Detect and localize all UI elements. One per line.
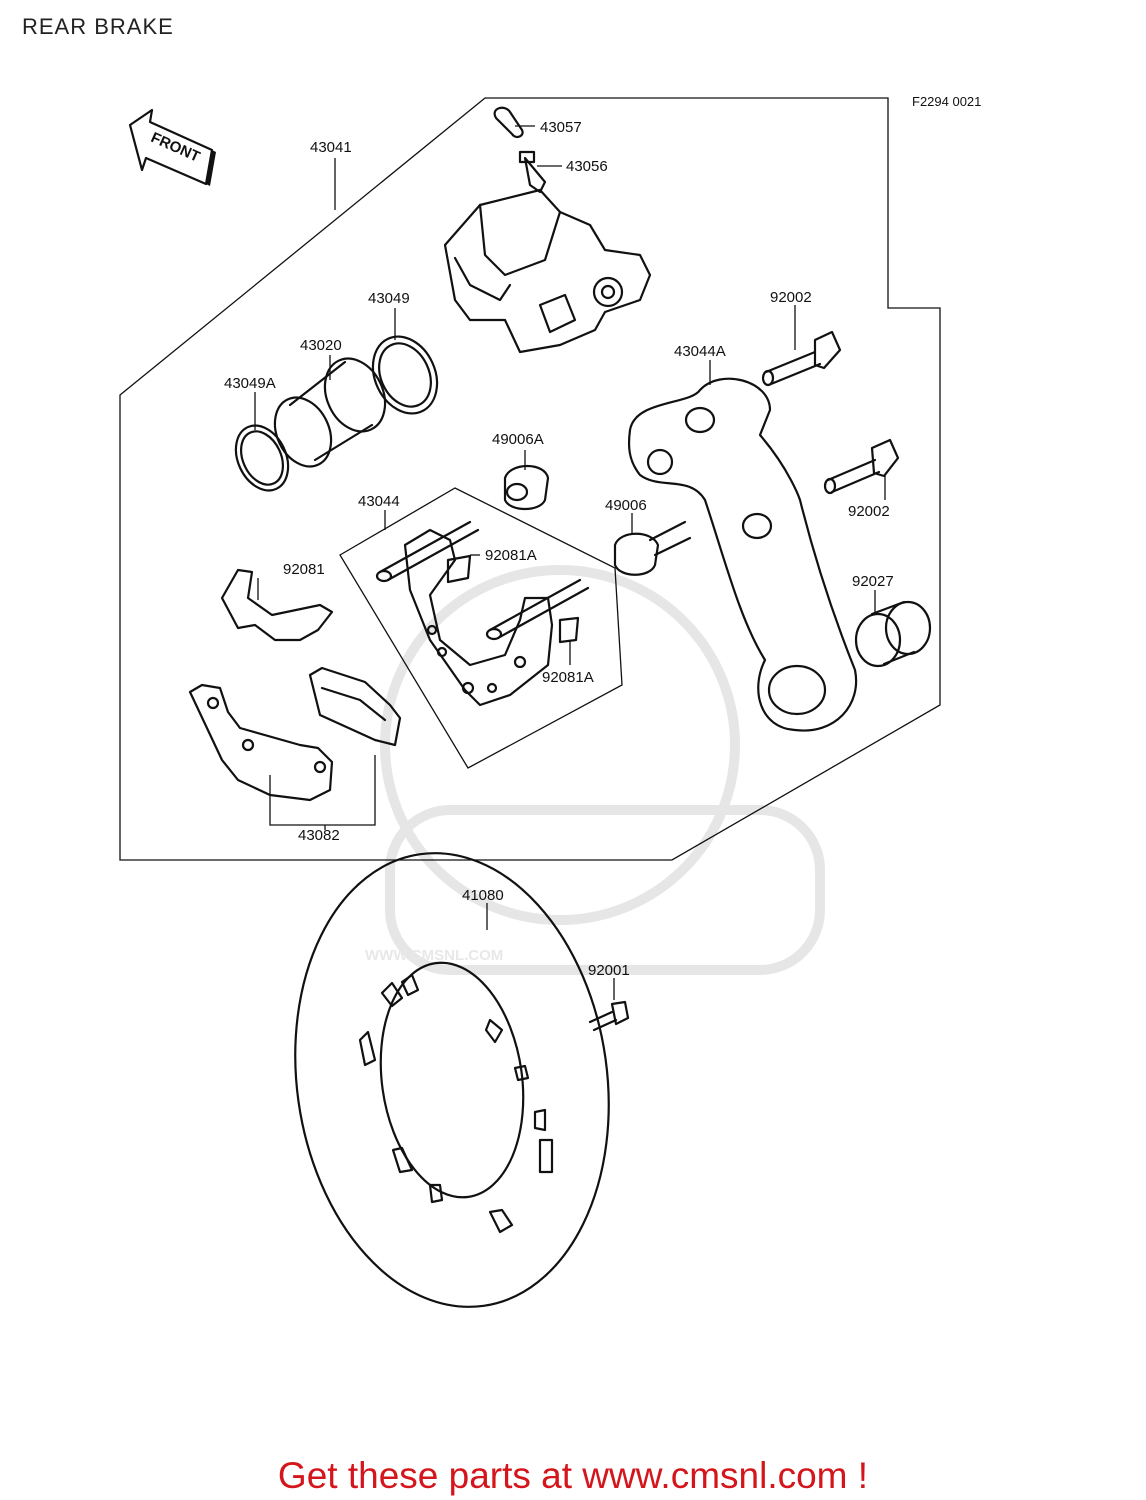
- piston-seal-small: [234, 424, 290, 492]
- piston-seal-large: [371, 335, 439, 415]
- pad-clips: [446, 554, 580, 644]
- part-label-92081: 92081: [283, 561, 325, 578]
- part-label-43082: 43082: [298, 827, 340, 844]
- bleeder-valve: [518, 150, 547, 194]
- torque-link-arm: [627, 377, 858, 732]
- watermark: CMS WWW.CMSNL.COM: [365, 565, 825, 975]
- part-label-43020: 43020: [300, 337, 342, 354]
- brake-pad-outer: [188, 683, 334, 802]
- disc-bolt: [588, 1000, 630, 1032]
- part-label-43044: 43044: [358, 493, 400, 510]
- torque-link-bolt-upper: [761, 330, 842, 387]
- anti-rattle-spring: [220, 568, 334, 642]
- watermark-url: WWW.CMSNL.COM: [365, 947, 503, 964]
- rubber-boot-lower: [613, 520, 692, 576]
- page-title: REAR BRAKE: [22, 14, 174, 39]
- part-label-43056: 43056: [566, 158, 608, 175]
- rubber-boot-upper: [503, 465, 550, 511]
- torque-link-bolt-lower: [823, 438, 900, 495]
- footer-parts-link[interactable]: Get these parts at www.cmsnl.com !: [277, 1455, 869, 1496]
- bracket-group-outline: [339, 487, 623, 769]
- slide-pins: [375, 520, 590, 641]
- piston: [273, 357, 387, 468]
- watermark-logo: CMS: [470, 887, 503, 904]
- front-label: FRONT: [148, 129, 202, 166]
- part-label-43044A: 43044A: [674, 343, 726, 360]
- part-label-43049A: 43049A: [224, 375, 276, 392]
- part-label-49006: 49006: [605, 497, 647, 514]
- part-label-43049: 43049: [368, 290, 410, 307]
- caliper-body: [443, 188, 652, 354]
- front-arrow: FRONT: [128, 108, 216, 186]
- part-label-49006A: 49006A: [492, 431, 544, 448]
- leader-lines: [254, 125, 886, 1000]
- part-label-43057: 43057: [540, 119, 582, 136]
- collar: [854, 600, 932, 668]
- part-label-92081A-lower: 92081A: [542, 669, 594, 686]
- bleeder-cap: [493, 106, 524, 139]
- part-label-92002-lower: 92002: [848, 503, 890, 520]
- brake-pad-inner: [308, 666, 402, 747]
- part-label-41080: 41080: [462, 887, 504, 904]
- caliper-bracket: [403, 528, 554, 707]
- figure-code: F2294 0021: [912, 94, 981, 109]
- part-label-92081A-upper: 92081A: [485, 547, 537, 564]
- caliper-assembly-outline: [119, 97, 941, 861]
- part-label-92002-upper: 92002: [770, 289, 812, 306]
- brake-disc: [294, 852, 610, 1308]
- part-label-43041: 43041: [310, 139, 352, 156]
- part-label-92001: 92001: [588, 962, 630, 979]
- part-label-92027: 92027: [852, 573, 894, 590]
- part-labels: 43057 43056 43041 43049 43020 43049A 920…: [224, 119, 894, 979]
